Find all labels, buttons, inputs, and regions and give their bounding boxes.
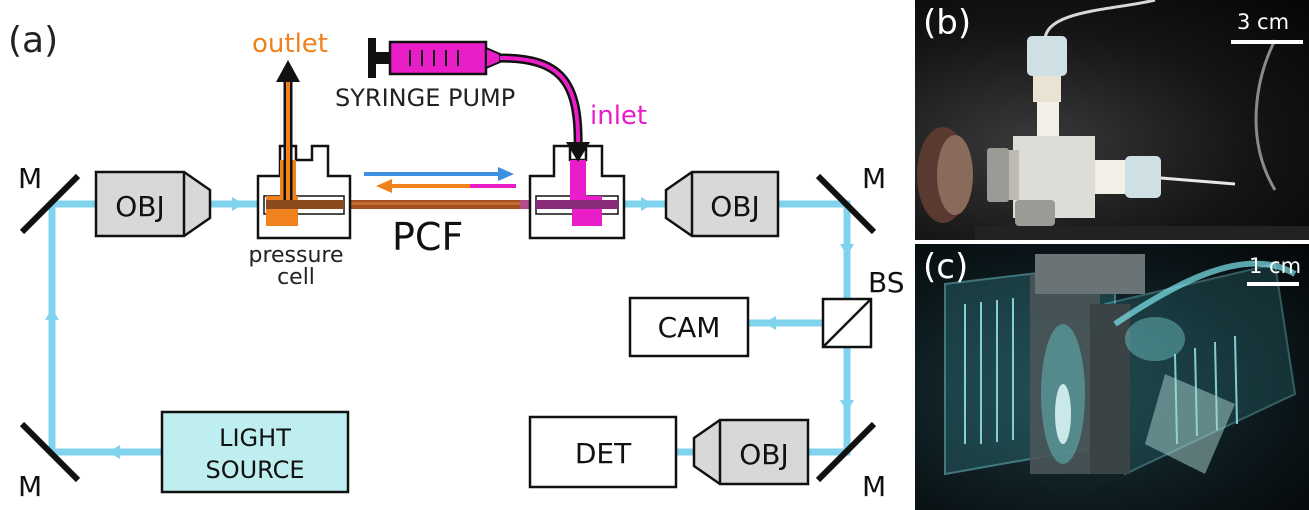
- objective-detector: OBJ: [692, 418, 810, 486]
- scale-bar-b: [1231, 40, 1303, 44]
- panel-label-b: (b): [923, 3, 972, 43]
- mirror-label-bottom-right: M: [862, 470, 886, 503]
- mirror-top-right: [815, 173, 877, 235]
- objective-left-label: OBJ: [115, 190, 165, 223]
- photo-b-illustration: [917, 0, 1309, 240]
- light-source-line2: SOURCE: [205, 456, 304, 484]
- pressure-cell-label-line2: cell: [277, 265, 315, 290]
- syringe: [368, 38, 501, 78]
- detector-label: DET: [575, 437, 632, 470]
- mirror-bottom-right: [815, 421, 877, 483]
- mirror-top-left: [19, 173, 81, 235]
- syringe-pump-label: SYRINGE PUMP: [335, 84, 515, 112]
- camera-box: CAM: [628, 296, 750, 358]
- camera-label: CAM: [658, 311, 721, 344]
- light-source-box: LIGHT SOURCE: [160, 410, 350, 494]
- panel-label-c: (c): [923, 247, 969, 287]
- beam-splitter-label: BS: [868, 266, 905, 299]
- light-source-line1: LIGHT: [219, 424, 291, 452]
- inlet-cell: [528, 144, 626, 240]
- mirror-label-top-left: M: [18, 162, 42, 195]
- mirror-label-bottom-left: M: [18, 470, 42, 503]
- scale-bar-c: [1247, 282, 1299, 286]
- inlet-label: inlet: [590, 101, 647, 131]
- photo-c-illustration: [944, 254, 1297, 476]
- objective-right-label: OBJ: [710, 190, 760, 223]
- objective-right: OBJ: [664, 170, 780, 238]
- detector-box: DET: [528, 415, 678, 489]
- panel-label-a: (a): [8, 20, 58, 61]
- objective-detector-label: OBJ: [739, 438, 789, 471]
- flow-arrows: [364, 167, 516, 193]
- objective-left: OBJ: [94, 170, 212, 238]
- pcf-label: PCF: [392, 215, 463, 259]
- scale-label-b: 3 cm: [1237, 10, 1290, 34]
- mirror-label-top-right: M: [862, 162, 886, 195]
- outlet-label: outlet: [252, 29, 328, 59]
- beam-splitter: [821, 297, 873, 349]
- scale-label-c: 1 cm: [1249, 254, 1302, 278]
- pressure-cell-label-line1: pressure: [248, 243, 343, 268]
- mirror-bottom-left: [19, 421, 81, 483]
- pressure-cell: [256, 144, 352, 240]
- photo-c: (c) 1 cm: [915, 244, 1309, 510]
- outlet-tube: [276, 60, 300, 200]
- photo-b: (b) 3 cm: [915, 0, 1309, 240]
- syringe-tube: [499, 53, 590, 162]
